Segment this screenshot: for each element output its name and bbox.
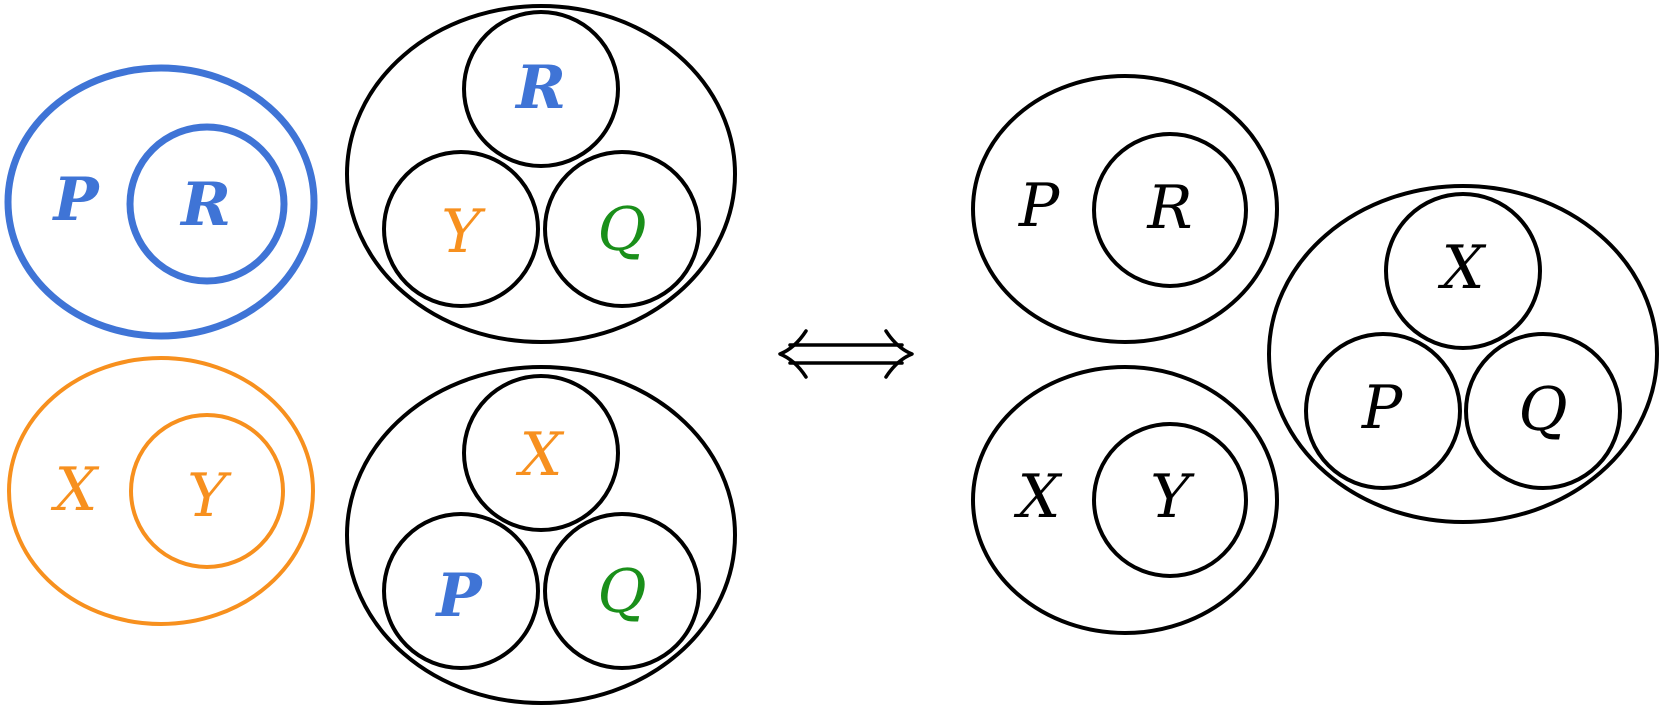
left-triad-bottom-label-left: P — [434, 561, 483, 631]
left-triad-top-label-top: R — [514, 53, 566, 123]
left-blue-outer-label: P — [51, 165, 100, 235]
left-blue-inner-label: R — [179, 170, 231, 240]
left-triad-top-circle-top — [462, 10, 620, 168]
left-triad-top-circle-right — [543, 150, 701, 308]
right-triad-label-right: Q — [1518, 375, 1567, 445]
right-top-inner-circle — [1092, 132, 1248, 288]
right-bottom-outer-ellipse — [971, 365, 1279, 635]
left-triad-top-label-left: Y — [441, 197, 486, 267]
left-triad-bottom-circle-left — [382, 512, 540, 670]
left-triad-top: R Y Q — [345, 4, 737, 344]
left-triad-top-circle-left — [382, 150, 540, 308]
left-triad-bottom-circle-top — [462, 374, 620, 532]
right-triad-circle-top — [1384, 192, 1542, 350]
left-orange-outer-label: X — [51, 455, 100, 525]
right-top-outer-ellipse — [971, 74, 1279, 344]
right-triad-label-top: X — [1438, 233, 1487, 303]
right-triad-outer-ellipse — [1267, 184, 1659, 524]
right-triad-circle-left — [1304, 332, 1462, 490]
left-orange-inner-circle — [129, 413, 285, 569]
left-triad-bottom-outer-ellipse — [345, 365, 737, 705]
right-top-outer-label: P — [1018, 171, 1061, 241]
left-orange-inner-label: Y — [187, 461, 232, 531]
left-blue-outer-ellipse — [4, 64, 318, 340]
right-bottom-inner-label: Y — [1150, 462, 1195, 532]
left-triad-bottom: X P Q — [345, 365, 737, 705]
right-bottom-outer-label: X — [1014, 462, 1063, 532]
left-triad-bottom-label-top: X — [516, 420, 565, 490]
left-blue-inner-circle — [126, 123, 288, 285]
equivalence-symbol-text: ⟺ — [845, 353, 847, 355]
right-bottom-group: X Y — [971, 365, 1279, 635]
left-triad-bottom-label-right: Q — [597, 557, 646, 627]
right-top-inner-label: R — [1146, 173, 1192, 243]
equivalence-arrow — [778, 329, 914, 379]
left-triad-top-outer-ellipse — [345, 4, 737, 344]
right-triad-circle-right — [1464, 332, 1622, 490]
left-blue-group: P R — [4, 64, 318, 340]
right-triad: X P Q — [1267, 184, 1659, 524]
equivalence-arrow-head-right — [884, 329, 914, 379]
equivalence-arrow-head-left — [778, 329, 808, 379]
right-bottom-inner-circle — [1092, 422, 1248, 578]
right-top-group: P R — [971, 74, 1279, 344]
left-orange-group: X Y — [7, 356, 315, 626]
left-orange-outer-ellipse — [7, 356, 315, 626]
left-triad-bottom-circle-right — [543, 512, 701, 670]
left-triad-top-label-right: Q — [597, 195, 646, 265]
right-triad-label-left: P — [1361, 373, 1404, 443]
